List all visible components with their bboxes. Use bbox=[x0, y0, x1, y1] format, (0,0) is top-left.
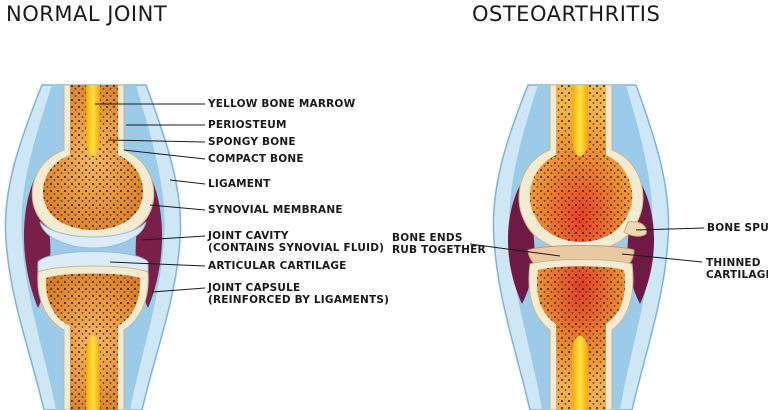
label-bone-spur: BONE SPUR bbox=[707, 222, 768, 234]
osteoarthritis-title: OSTEOARTHRITIS bbox=[472, 2, 661, 26]
leader-compact-bone bbox=[123, 149, 206, 160]
leader-joint-cavity bbox=[141, 235, 206, 241]
leader-articular-cartilage bbox=[109, 261, 206, 267]
label-thinned-line2: CARTILAGE bbox=[706, 269, 768, 281]
label-bone-ends-rub: BONE ENDS RUB TOGETHER bbox=[392, 232, 486, 256]
normal-joint-diagram bbox=[4, 84, 206, 410]
label-compact-bone: COMPACT BONE bbox=[208, 153, 304, 165]
label-periosteum: PERIOSTEUM bbox=[208, 119, 287, 131]
label-bone-ends-line2: RUB TOGETHER bbox=[392, 244, 486, 256]
label-ligament: LIGAMENT bbox=[208, 178, 271, 190]
oa-lower-marrow bbox=[572, 336, 588, 410]
label-joint-cavity: JOINT CAVITY (CONTAINS SYNOVIAL FLUID) bbox=[208, 230, 384, 254]
label-spongy-bone: SPONGY BONE bbox=[208, 136, 296, 148]
normal-lower-marrow bbox=[86, 336, 100, 410]
label-thinned-line1: THINNED bbox=[706, 257, 761, 269]
label-joint-capsule: JOINT CAPSULE (REINFORCED BY LIGAMENTS) bbox=[208, 282, 389, 306]
label-thinned-cartilage: THINNED CARTILAGE bbox=[706, 257, 768, 281]
leader-synovial-membrane bbox=[149, 204, 206, 211]
oa-upper-marrow bbox=[572, 85, 588, 156]
label-articular-cartilage: ARTICULAR CARTILAGE bbox=[208, 260, 347, 272]
oa-bone-spur bbox=[623, 221, 647, 237]
leader-bone-ends bbox=[469, 243, 561, 257]
leader-thinned-cartilage bbox=[621, 253, 703, 263]
label-joint-capsule-line2: (REINFORCED BY LIGAMENTS) bbox=[208, 294, 390, 306]
normal-cartilage-upper bbox=[39, 221, 147, 249]
normal-upper-marrow bbox=[86, 85, 100, 156]
label-synovial-membrane: SYNOVIAL MEMBRANE bbox=[208, 204, 343, 216]
label-joint-cavity-line1: JOINT CAVITY bbox=[208, 230, 289, 242]
label-yellow-bone-marrow: YELLOW BONE MARROW bbox=[208, 98, 356, 110]
leader-bone-spur bbox=[635, 227, 705, 231]
leader-joint-capsule bbox=[151, 287, 206, 293]
leader-ligament bbox=[169, 179, 206, 185]
leader-spongy-bone bbox=[107, 139, 206, 143]
osteoarthritis-diagram bbox=[469, 84, 705, 410]
label-joint-cavity-line2: (CONTAINS SYNOVIAL FLUID) bbox=[208, 242, 385, 254]
label-joint-capsule-line1: JOINT CAPSULE bbox=[208, 282, 301, 294]
label-bone-ends-line1: BONE ENDS bbox=[392, 232, 463, 244]
normal-joint-title: NORMAL JOINT bbox=[6, 2, 168, 26]
